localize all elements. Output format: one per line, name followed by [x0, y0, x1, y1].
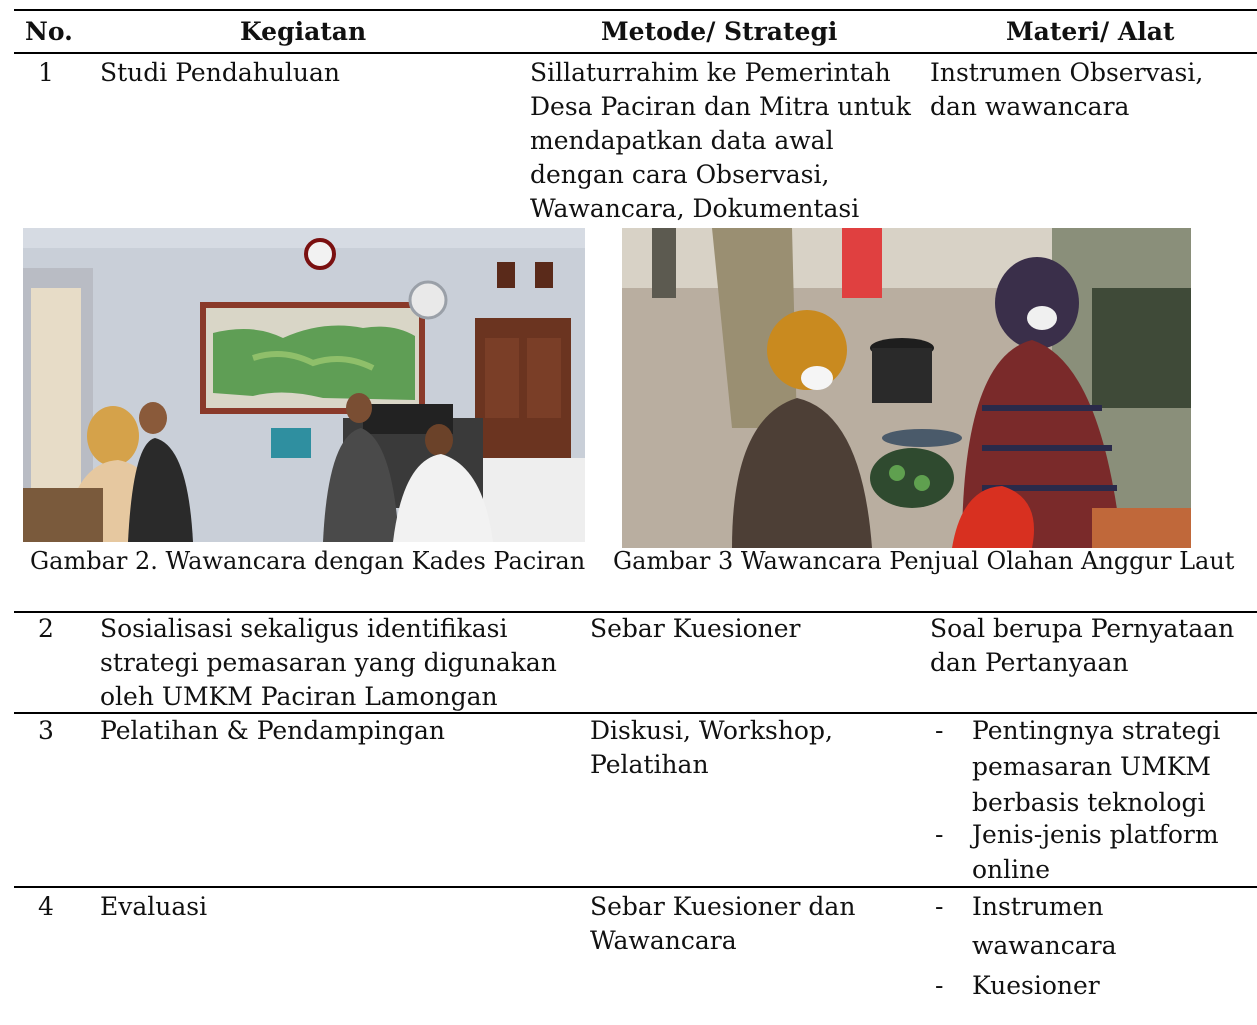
row4-materi-item2-line1: Kuesioner	[972, 971, 1100, 1000]
row4-metode-line2: Wawancara	[590, 926, 737, 955]
row4-no: 4	[38, 892, 54, 921]
row1-kegiatan: Studi Pendahuluan	[100, 58, 341, 87]
row2-kegiatan-line3: oleh UMKM Paciran Lamongan	[100, 682, 498, 711]
row3-materi-dash1: -	[935, 716, 944, 745]
table-top-rule	[14, 9, 1257, 11]
row3-no: 3	[38, 716, 54, 745]
figure3-caption: Gambar 3 Wawancara Penjual Olahan Anggur…	[613, 547, 1235, 575]
row3-materi-item1-line1: Pentingnya strategi	[972, 716, 1221, 745]
row4-materi-dash1: -	[935, 892, 944, 921]
row4-kegiatan: Evaluasi	[100, 892, 208, 921]
row1-materi-line2: dan wawancara	[930, 92, 1130, 121]
row2-top-rule	[14, 611, 1257, 613]
row3-materi-item2-line2: online	[972, 855, 1051, 884]
photo-kades-interview-image	[23, 228, 585, 542]
header-kegiatan: Kegiatan	[240, 17, 367, 46]
row2-kegiatan-line2: strategi pemasaran yang digunakan	[100, 648, 557, 677]
figure2-caption: Gambar 2. Wawancara dengan Kades Paciran	[30, 547, 586, 575]
row3-materi-item1-line2: pemasaran UMKM	[972, 752, 1211, 781]
header-no: No.	[25, 17, 73, 46]
row3-materi-item1-line3: berbasis teknologi	[972, 788, 1206, 817]
row4-materi-dash2: -	[935, 971, 944, 1000]
row1-metode-line1: Sillaturrahim ke Pemerintah	[530, 58, 891, 87]
photo-kades-interview	[23, 228, 585, 542]
row3-materi-dash2: -	[935, 820, 944, 849]
row1-metode-line5: Wawancara, Dokumentasi	[530, 194, 860, 223]
header-metode: Metode/ Strategi	[601, 17, 838, 46]
row4-materi-item1-line1: Instrumen	[972, 892, 1104, 921]
row3-metode-line1: Diskusi, Workshop,	[590, 716, 833, 745]
row2-no: 2	[38, 614, 54, 643]
header-materi: Materi/ Alat	[1006, 17, 1175, 46]
row4-metode-line1: Sebar Kuesioner dan	[590, 892, 856, 921]
row3-materi-item2-line1: Jenis-jenis platform	[972, 820, 1219, 849]
row4-materi-item1-line2: wawancara	[972, 931, 1117, 960]
row3-top-rule	[14, 712, 1257, 714]
row2-metode: Sebar Kuesioner	[590, 614, 801, 643]
row1-no: 1	[38, 58, 54, 87]
row1-metode-line4: dengan cara Observasi,	[530, 160, 830, 189]
row1-metode-line3: mendapatkan data awal	[530, 126, 834, 155]
photo-seller-interview	[622, 228, 1191, 548]
header-bottom-rule	[14, 52, 1257, 54]
row2-kegiatan-line1: Sosialisasi sekaligus identifikasi	[100, 614, 508, 643]
row3-kegiatan: Pelatihan & Pendampingan	[100, 716, 446, 745]
row3-metode-line2: Pelatihan	[590, 750, 709, 779]
row2-materi-line1: Soal berupa Pernyataan	[930, 614, 1235, 643]
row1-materi-line1: Instrumen Observasi,	[930, 58, 1204, 87]
photo-seller-interview-image	[622, 228, 1191, 548]
row4-top-rule	[14, 886, 1257, 888]
row2-materi-line2: dan Pertanyaan	[930, 648, 1129, 677]
row1-metode-line2: Desa Paciran dan Mitra untuk	[530, 92, 911, 121]
